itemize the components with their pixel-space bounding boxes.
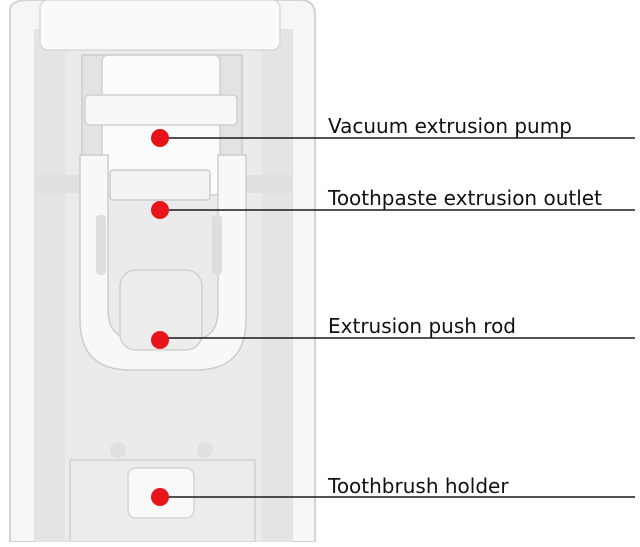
- left-rail: [35, 30, 65, 542]
- left-ledge: [35, 175, 85, 193]
- label-toothbrush-holder: Toothbrush holder: [328, 474, 509, 498]
- marker-dot-pump: [151, 129, 169, 147]
- marker-dot-rod: [151, 331, 169, 349]
- lower-peg-left: [110, 442, 126, 458]
- label-vacuum-extrusion-pump: Vacuum extrusion pump: [328, 114, 572, 138]
- right-ledge: [240, 175, 292, 193]
- callout-layer: [151, 129, 635, 506]
- label-toothpaste-extrusion-outlet: Toothpaste extrusion outlet: [328, 186, 602, 210]
- push-rod-slot-left: [96, 215, 106, 275]
- marker-dot-holder: [151, 488, 169, 506]
- top-cap: [39, 0, 281, 51]
- right-rail: [262, 30, 292, 542]
- push-rod-slot-right: [212, 215, 222, 275]
- outlet-nozzle: [109, 169, 211, 201]
- label-extrusion-push-rod: Extrusion push rod: [328, 314, 516, 338]
- lower-peg-right: [197, 442, 213, 458]
- marker-dot-outlet: [151, 201, 169, 219]
- pump-collar: [84, 94, 238, 126]
- push-rod-pad: [119, 269, 203, 351]
